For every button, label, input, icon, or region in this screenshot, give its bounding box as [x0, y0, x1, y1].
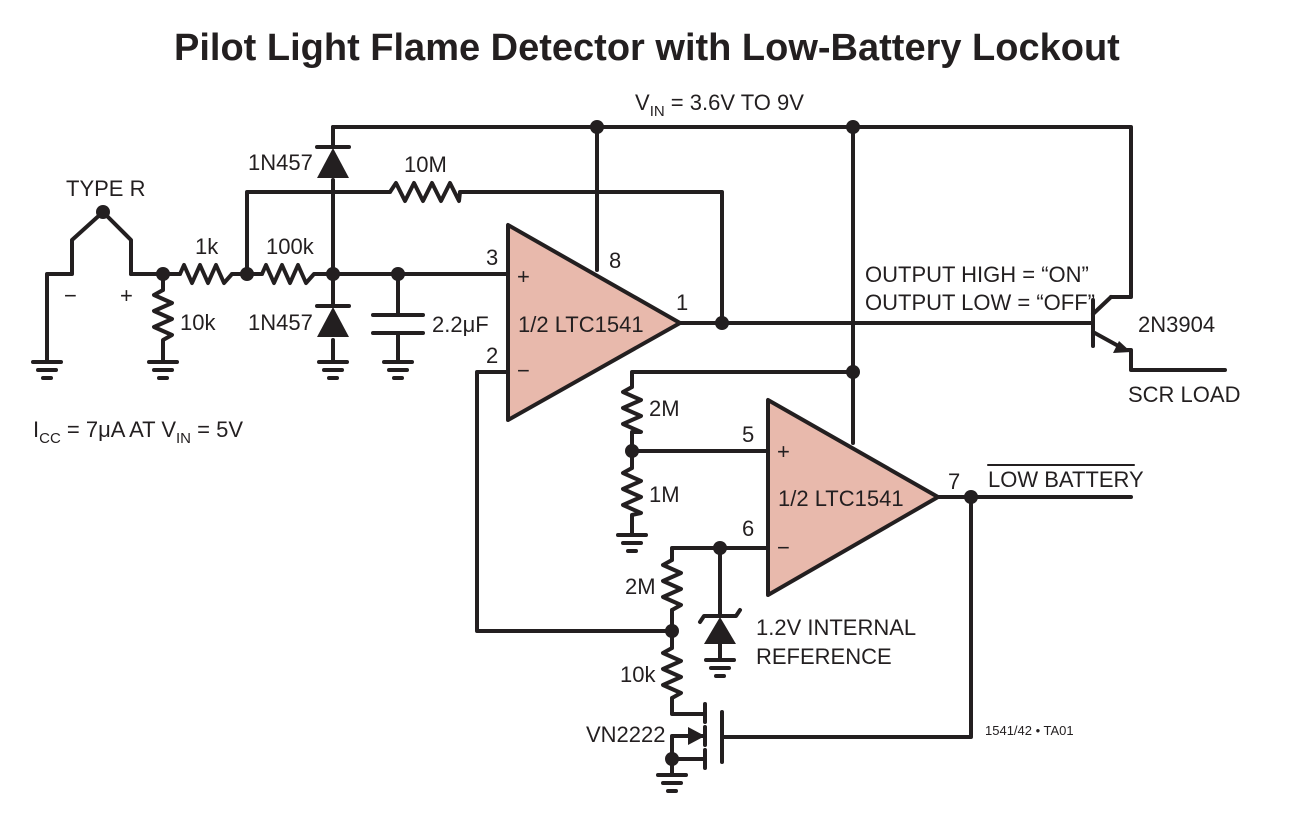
- mosfet-label: VN2222: [586, 722, 666, 747]
- transistor-label: 2N3904: [1138, 312, 1215, 337]
- figure-code: 1541/42 • TA01: [985, 723, 1074, 738]
- resistor-100k-label: 100k: [266, 234, 315, 259]
- opamp-1: [506, 223, 682, 422]
- resistor-2m-divider-label: 2M: [649, 396, 680, 421]
- pin-8-label: 8: [609, 248, 621, 273]
- resistor-10m: [388, 181, 462, 203]
- supply-current-note: ICC = 7μA AT VIN = 5V: [33, 417, 243, 447]
- opamp-2-label: 1/2 LTC1541: [778, 486, 904, 511]
- ground-symbols: [31, 360, 736, 793]
- resistor-2m-reference-label: 2M: [625, 574, 656, 599]
- resistor-10m-label: 10M: [404, 152, 447, 177]
- opamp-1-minus: −: [517, 358, 530, 383]
- junction-dots: [96, 120, 978, 766]
- pin-1-label: 1: [676, 290, 688, 315]
- pin-5-label: 5: [742, 422, 754, 447]
- capacitor-label: 2.2μF: [432, 312, 489, 337]
- diode-bottom-symbol: [315, 304, 351, 337]
- diode-top-label: 1N457: [248, 150, 313, 175]
- resistor-2m-divider: [621, 385, 643, 434]
- resistor-10k-reference: [661, 646, 683, 700]
- resistor-1k: [178, 263, 234, 285]
- reference-label-line-2: REFERENCE: [756, 644, 892, 669]
- supply-label: VIN = 3.6V TO 9V: [635, 90, 804, 120]
- pin-2-label: 2: [486, 343, 498, 368]
- opamp-2-plus: +: [777, 439, 790, 464]
- low-battery-label: LOW BATTERY: [988, 467, 1144, 492]
- thermocouple-label: TYPE R: [66, 176, 145, 201]
- resistors: [152, 181, 683, 700]
- resistor-100k: [260, 263, 316, 285]
- resistor-1k-label: 1k: [195, 234, 219, 259]
- opamp-2-minus: −: [777, 535, 790, 560]
- capacitor-symbol: [371, 313, 425, 335]
- pin-6-label: 6: [742, 516, 754, 541]
- thermocouple-plus: +: [120, 283, 133, 308]
- diode-bottom-label: 1N457: [248, 310, 313, 335]
- resistor-10k-reference-label: 10k: [620, 662, 656, 687]
- output-low-note: OUTPUT LOW = “OFF”: [865, 290, 1095, 315]
- resistor-1m-divider: [621, 466, 643, 517]
- diode-top-symbol: [315, 145, 351, 178]
- opamp-1-label: 1/2 LTC1541: [518, 312, 644, 337]
- diagram-title: Pilot Light Flame Detector with Low-Batt…: [174, 27, 1120, 69]
- opamp-2: [766, 398, 940, 597]
- resistor-10k-input: [152, 288, 174, 345]
- pin-3-label: 3: [486, 245, 498, 270]
- zener-reference-symbol: [698, 608, 742, 644]
- resistor-2m-reference: [661, 558, 683, 612]
- output-high-note: OUTPUT HIGH = “ON”: [865, 262, 1089, 287]
- scr-load-label: SCR LOAD: [1128, 382, 1240, 407]
- resistor-10k-input-label: 10k: [180, 310, 216, 335]
- transistor-2n3904-symbol: [1091, 295, 1131, 353]
- mosfet-vn2222-symbol: [688, 702, 724, 770]
- opamp-1-plus: +: [517, 264, 530, 289]
- resistor-1m-divider-label: 1M: [649, 482, 680, 507]
- reference-label-line-1: 1.2V INTERNAL: [756, 615, 916, 640]
- thermocouple-minus: −: [64, 283, 77, 308]
- pin-7-label: 7: [948, 469, 960, 494]
